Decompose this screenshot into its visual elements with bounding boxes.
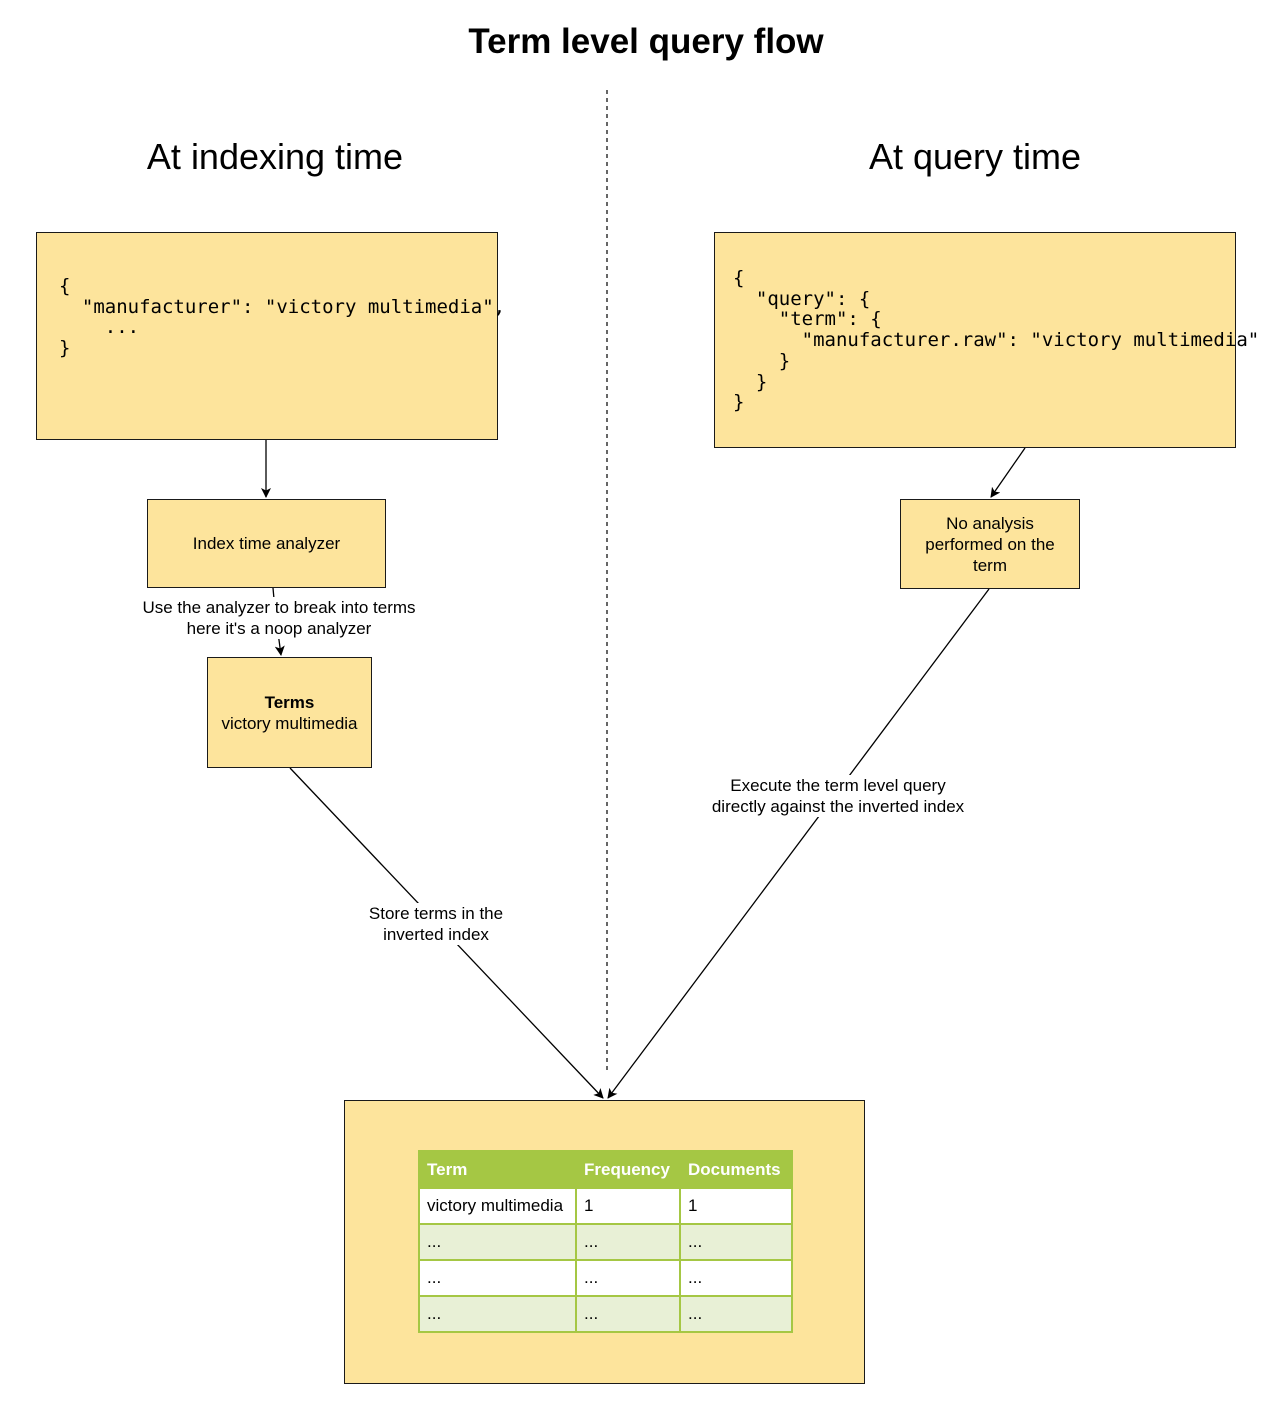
terms-heading: Terms	[264, 692, 315, 712]
edge-label-line: Store terms in the	[368, 904, 504, 923]
table-cell: 1	[679, 1187, 793, 1225]
no-analysis-line: No analysis	[946, 513, 1034, 533]
table-row: ... ... ...	[418, 1259, 793, 1297]
code-line: }	[59, 337, 71, 360]
table-cell: ...	[679, 1223, 793, 1261]
table-cell: ...	[418, 1223, 577, 1261]
no-analysis-line: term	[973, 555, 1007, 575]
table-cell: ...	[679, 1295, 793, 1333]
edge-label-line: inverted index	[383, 925, 489, 944]
code-line: "query": {	[733, 287, 871, 310]
query-to-no-analysis-arrow	[990, 447, 1026, 498]
index-time-analyzer-label: Index time analyzer	[192, 534, 341, 553]
no-analysis-line: performed on the	[925, 534, 1055, 554]
index-time-analyzer-box: Index time analyzer	[147, 499, 386, 588]
table-cell: victory multimedia	[418, 1187, 577, 1225]
analyze-edge-label: Use the analyzer to break into terms her…	[134, 597, 424, 639]
table-cell: ...	[418, 1295, 577, 1333]
term-query-box: { "query": { "term": { "manufacturer.raw…	[714, 232, 1259, 448]
column-header-frequency: Frequency	[575, 1150, 681, 1189]
inverted-index-table: Term Frequency Documents victory multime…	[418, 1150, 793, 1333]
source-document-code: { "manufacturer": "victory multimedia", …	[59, 276, 505, 359]
code-line: "term": {	[733, 308, 882, 331]
code-line: "manufacturer.raw": "victory multimedia"	[733, 329, 1260, 352]
indexing-time-heading: At indexing time	[146, 136, 404, 177]
table-cell: ...	[418, 1259, 577, 1297]
table-header-row: Term Frequency Documents	[418, 1150, 793, 1189]
code-line: ...	[59, 316, 140, 339]
table-cell: ...	[679, 1259, 793, 1297]
column-header-documents: Documents	[679, 1150, 793, 1189]
source-document-box: { "manufacturer": "victory multimedia", …	[36, 232, 505, 440]
table-cell: 1	[575, 1187, 681, 1225]
query-time-heading: At query time	[868, 136, 1082, 177]
execute-edge-label: Execute the term level query directly ag…	[703, 775, 973, 817]
diagram-title: Term level query flow	[468, 22, 824, 61]
terms-box: Terms victory multimedia	[207, 657, 372, 768]
store-edge-label: Store terms in the inverted index	[360, 903, 512, 945]
edge-label-line: Use the analyzer to break into terms	[142, 598, 416, 617]
edge-label-line: here it's a noop analyzer	[186, 619, 372, 638]
table-row: victory multimedia 1 1	[418, 1187, 793, 1225]
code-line: {	[733, 267, 745, 289]
term-query-code: { "query": { "term": { "manufacturer.raw…	[733, 268, 1259, 413]
terms-value: victory multimedia	[221, 713, 358, 733]
table-row: ... ... ...	[418, 1223, 793, 1261]
code-line: }	[733, 391, 745, 414]
no-analysis-to-index-arrow	[607, 588, 990, 1099]
code-line: }	[733, 370, 768, 393]
code-line: "manufacturer": "victory multimedia",	[59, 295, 506, 318]
table-cell: ...	[575, 1223, 681, 1261]
edge-label-line: directly against the inverted index	[711, 797, 965, 816]
code-line: }	[733, 349, 791, 372]
table-row: ... ... ...	[418, 1295, 793, 1333]
column-header-term: Term	[418, 1150, 577, 1189]
edge-label-line: Execute the term level query	[730, 776, 946, 795]
no-analysis-box: No analysis performed on the term	[900, 499, 1080, 589]
table-cell: ...	[575, 1295, 681, 1333]
table-cell: ...	[575, 1259, 681, 1297]
code-line: {	[59, 275, 71, 297]
